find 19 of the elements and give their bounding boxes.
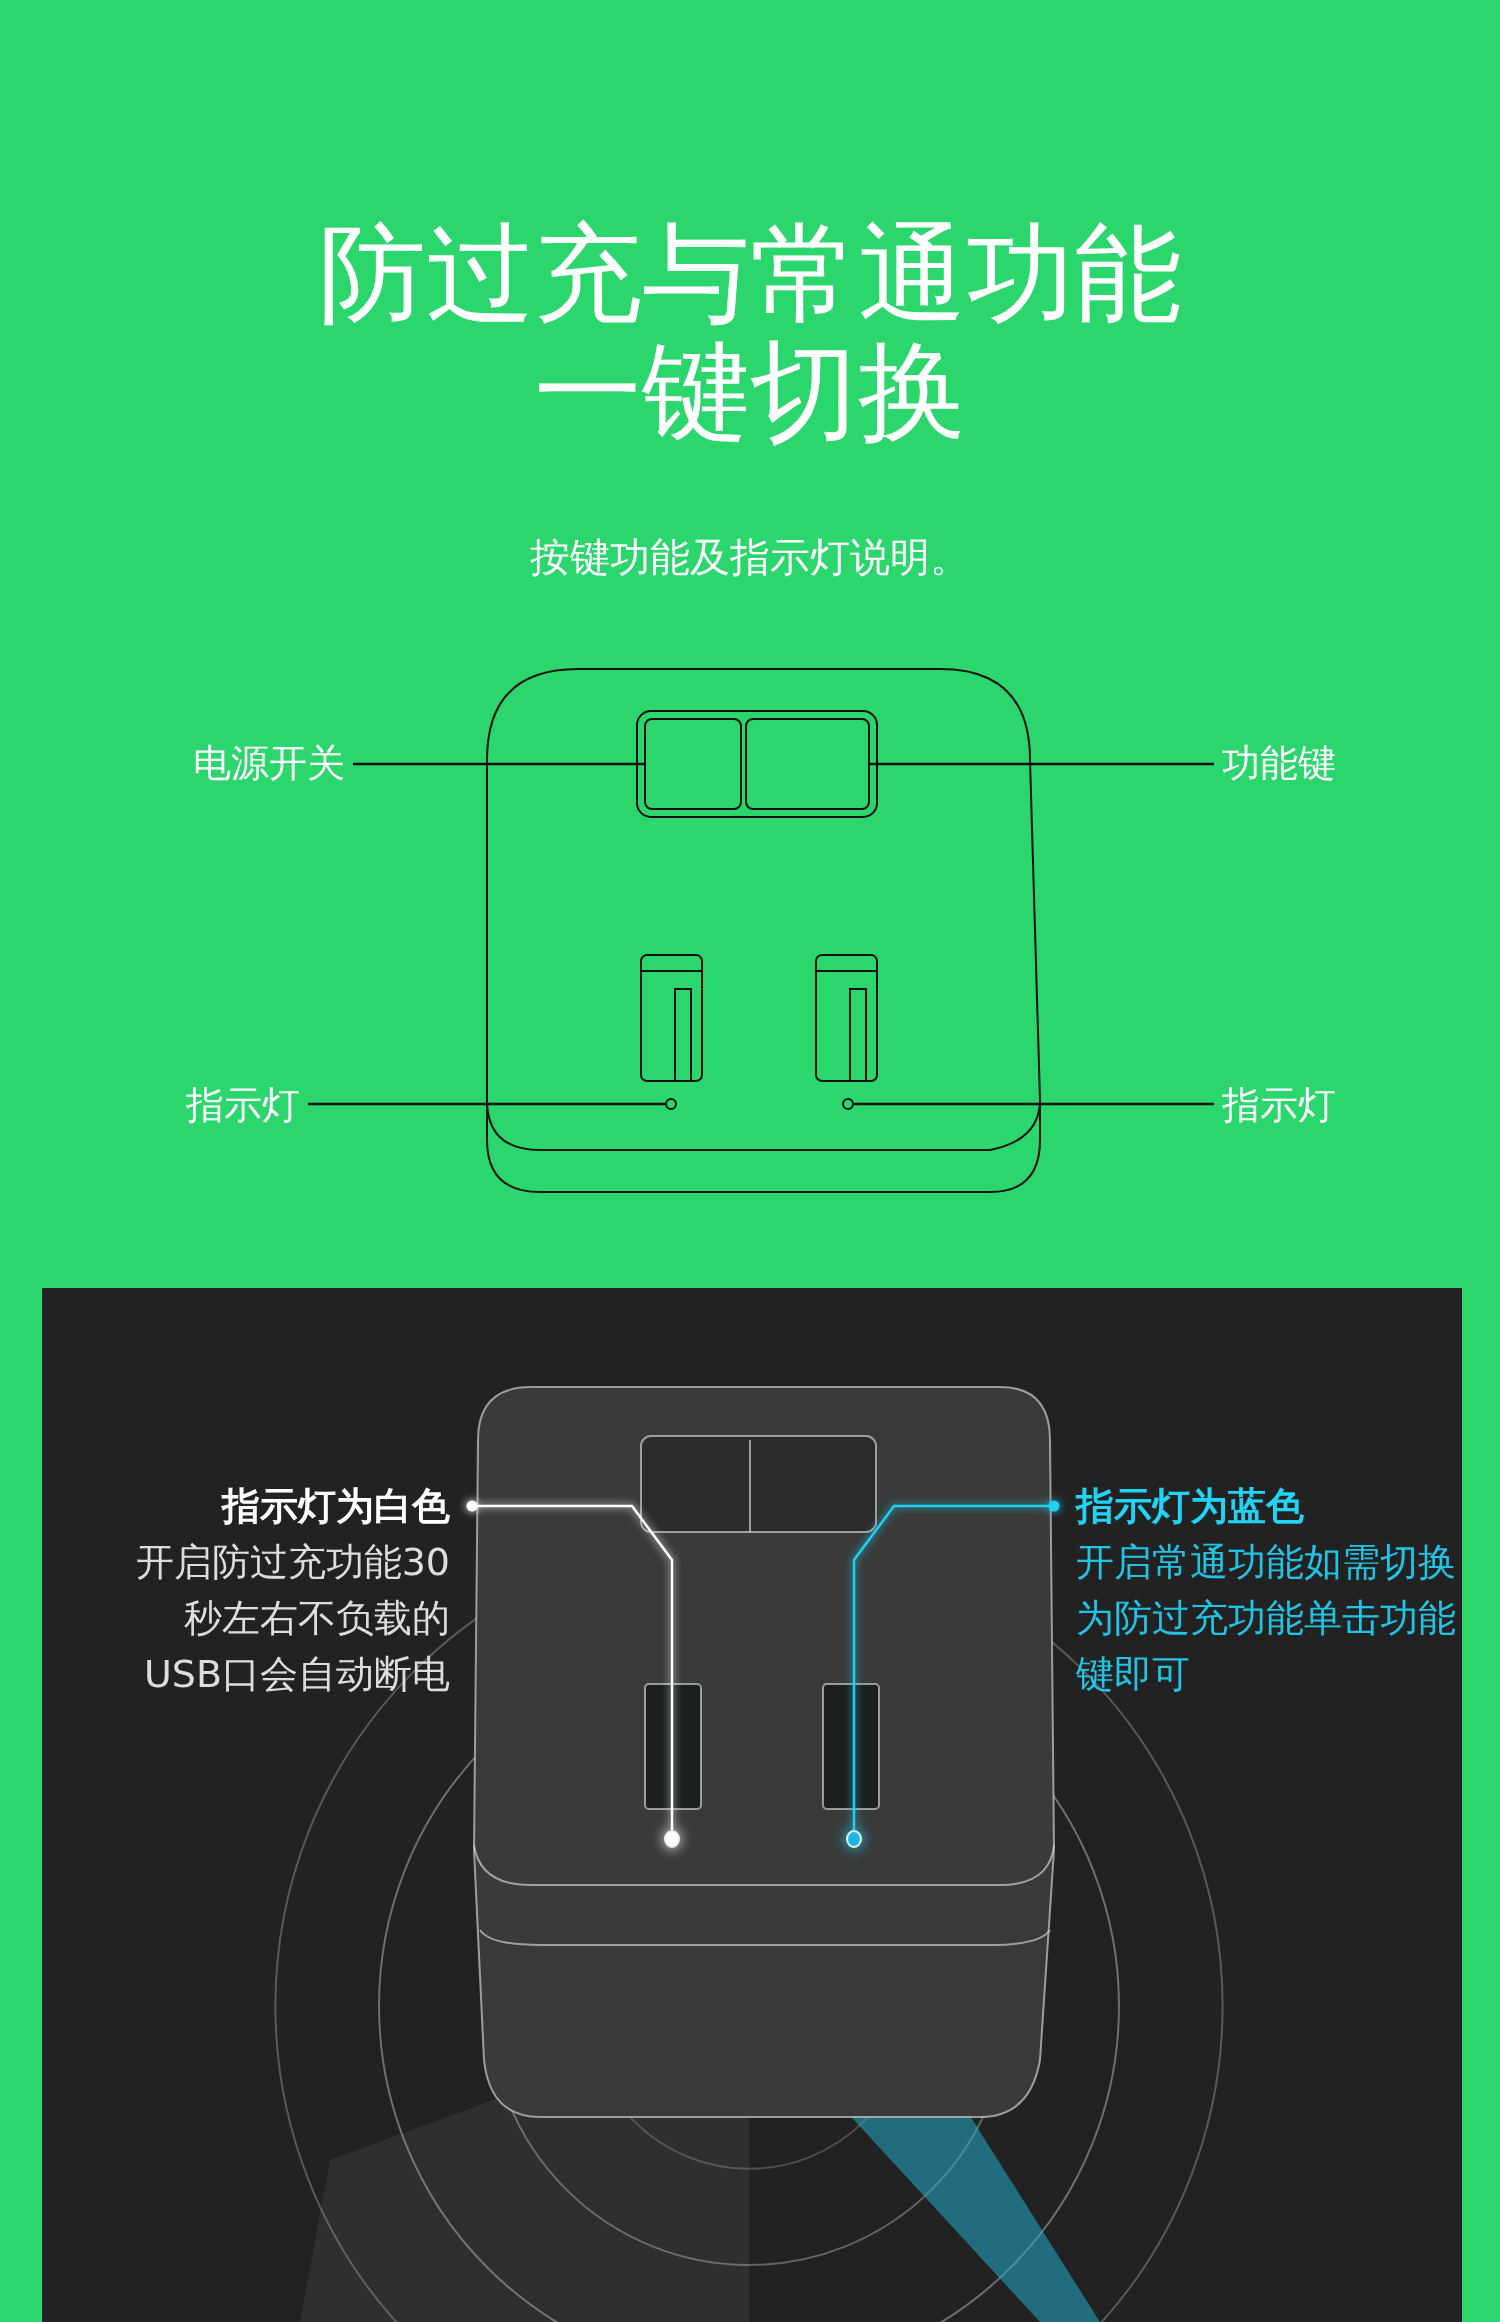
part-label: 指示灯 [175,1080,300,1131]
rocker-button [745,718,870,810]
part-label: 功能键 [1222,738,1352,789]
rocker-button [644,718,742,810]
part-label: 指示灯 [1222,1080,1347,1131]
callout-heading: 指示灯为蓝色 [1076,1483,1305,1530]
leader-line [852,1500,1060,1830]
title: 防过充与常通功能一键切换 [317,215,1183,451]
leader-line [353,762,644,766]
callout-heading: 指示灯为白色 [220,1483,450,1530]
subtitle: 按键功能及指示灯说明。 [529,533,971,582]
callout-text: 开启防过充功能30秒左右不负载的USB口会自动断电 [134,1539,450,1698]
indicator-light [665,1098,677,1110]
indicator-light [842,1098,854,1110]
leader-line [308,1102,665,1106]
callout-text: 开启常通功能如需切换为防过充功能单击功能键即可 [1076,1539,1457,1698]
leader-line [870,762,1214,766]
part-label: 电源开关 [175,738,345,789]
leader-line [854,1102,1214,1106]
